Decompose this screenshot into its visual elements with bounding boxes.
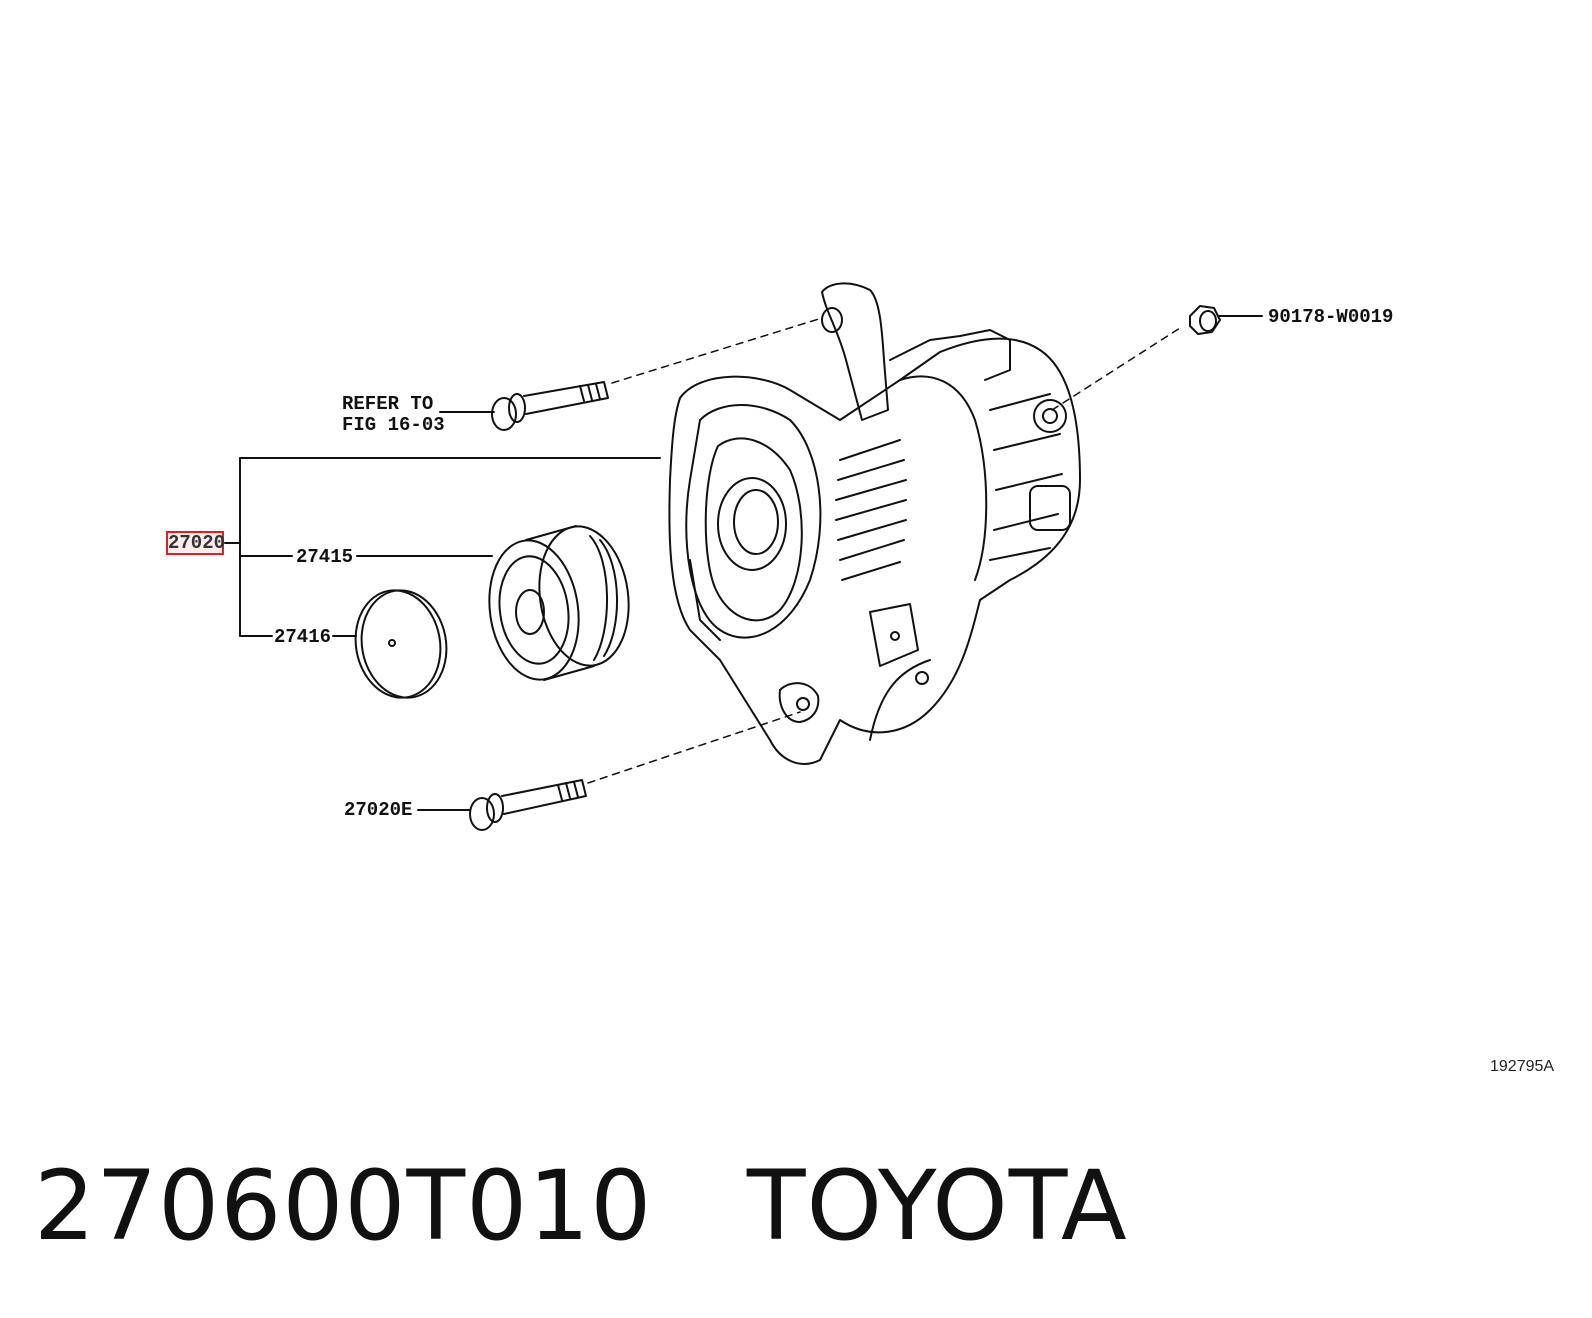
label-nut[interactable]: 90178-W0019: [1268, 306, 1394, 328]
label-pulley[interactable]: 27415: [296, 546, 354, 568]
label-cap[interactable]: 27416: [274, 626, 332, 648]
label-refer-to-line2: FIG 16-03: [342, 414, 445, 436]
diagram-reference-number: 192795A: [1490, 1058, 1555, 1075]
label-bolt[interactable]: 27020E: [344, 799, 413, 821]
nut: [1189, 305, 1221, 335]
alternator-body: [668, 282, 1081, 765]
caption-part-number: 270600T010: [34, 1150, 653, 1262]
assembly-bracket-lines: [224, 315, 1263, 811]
top-bolt: [491, 381, 609, 431]
label-assembly[interactable]: 27020: [168, 532, 226, 554]
assembly-dashed-lines: [587, 317, 1181, 784]
pulley: [488, 525, 630, 681]
label-refer-to-line1: REFER TO: [342, 393, 434, 415]
highlight-box: [166, 531, 224, 555]
caption-brand: TOYOTA: [746, 1150, 1128, 1262]
bottom-bolt: [469, 779, 587, 831]
caption: 270600T010 TOYOTA: [34, 1158, 1128, 1254]
pulley-cap: [354, 589, 448, 699]
